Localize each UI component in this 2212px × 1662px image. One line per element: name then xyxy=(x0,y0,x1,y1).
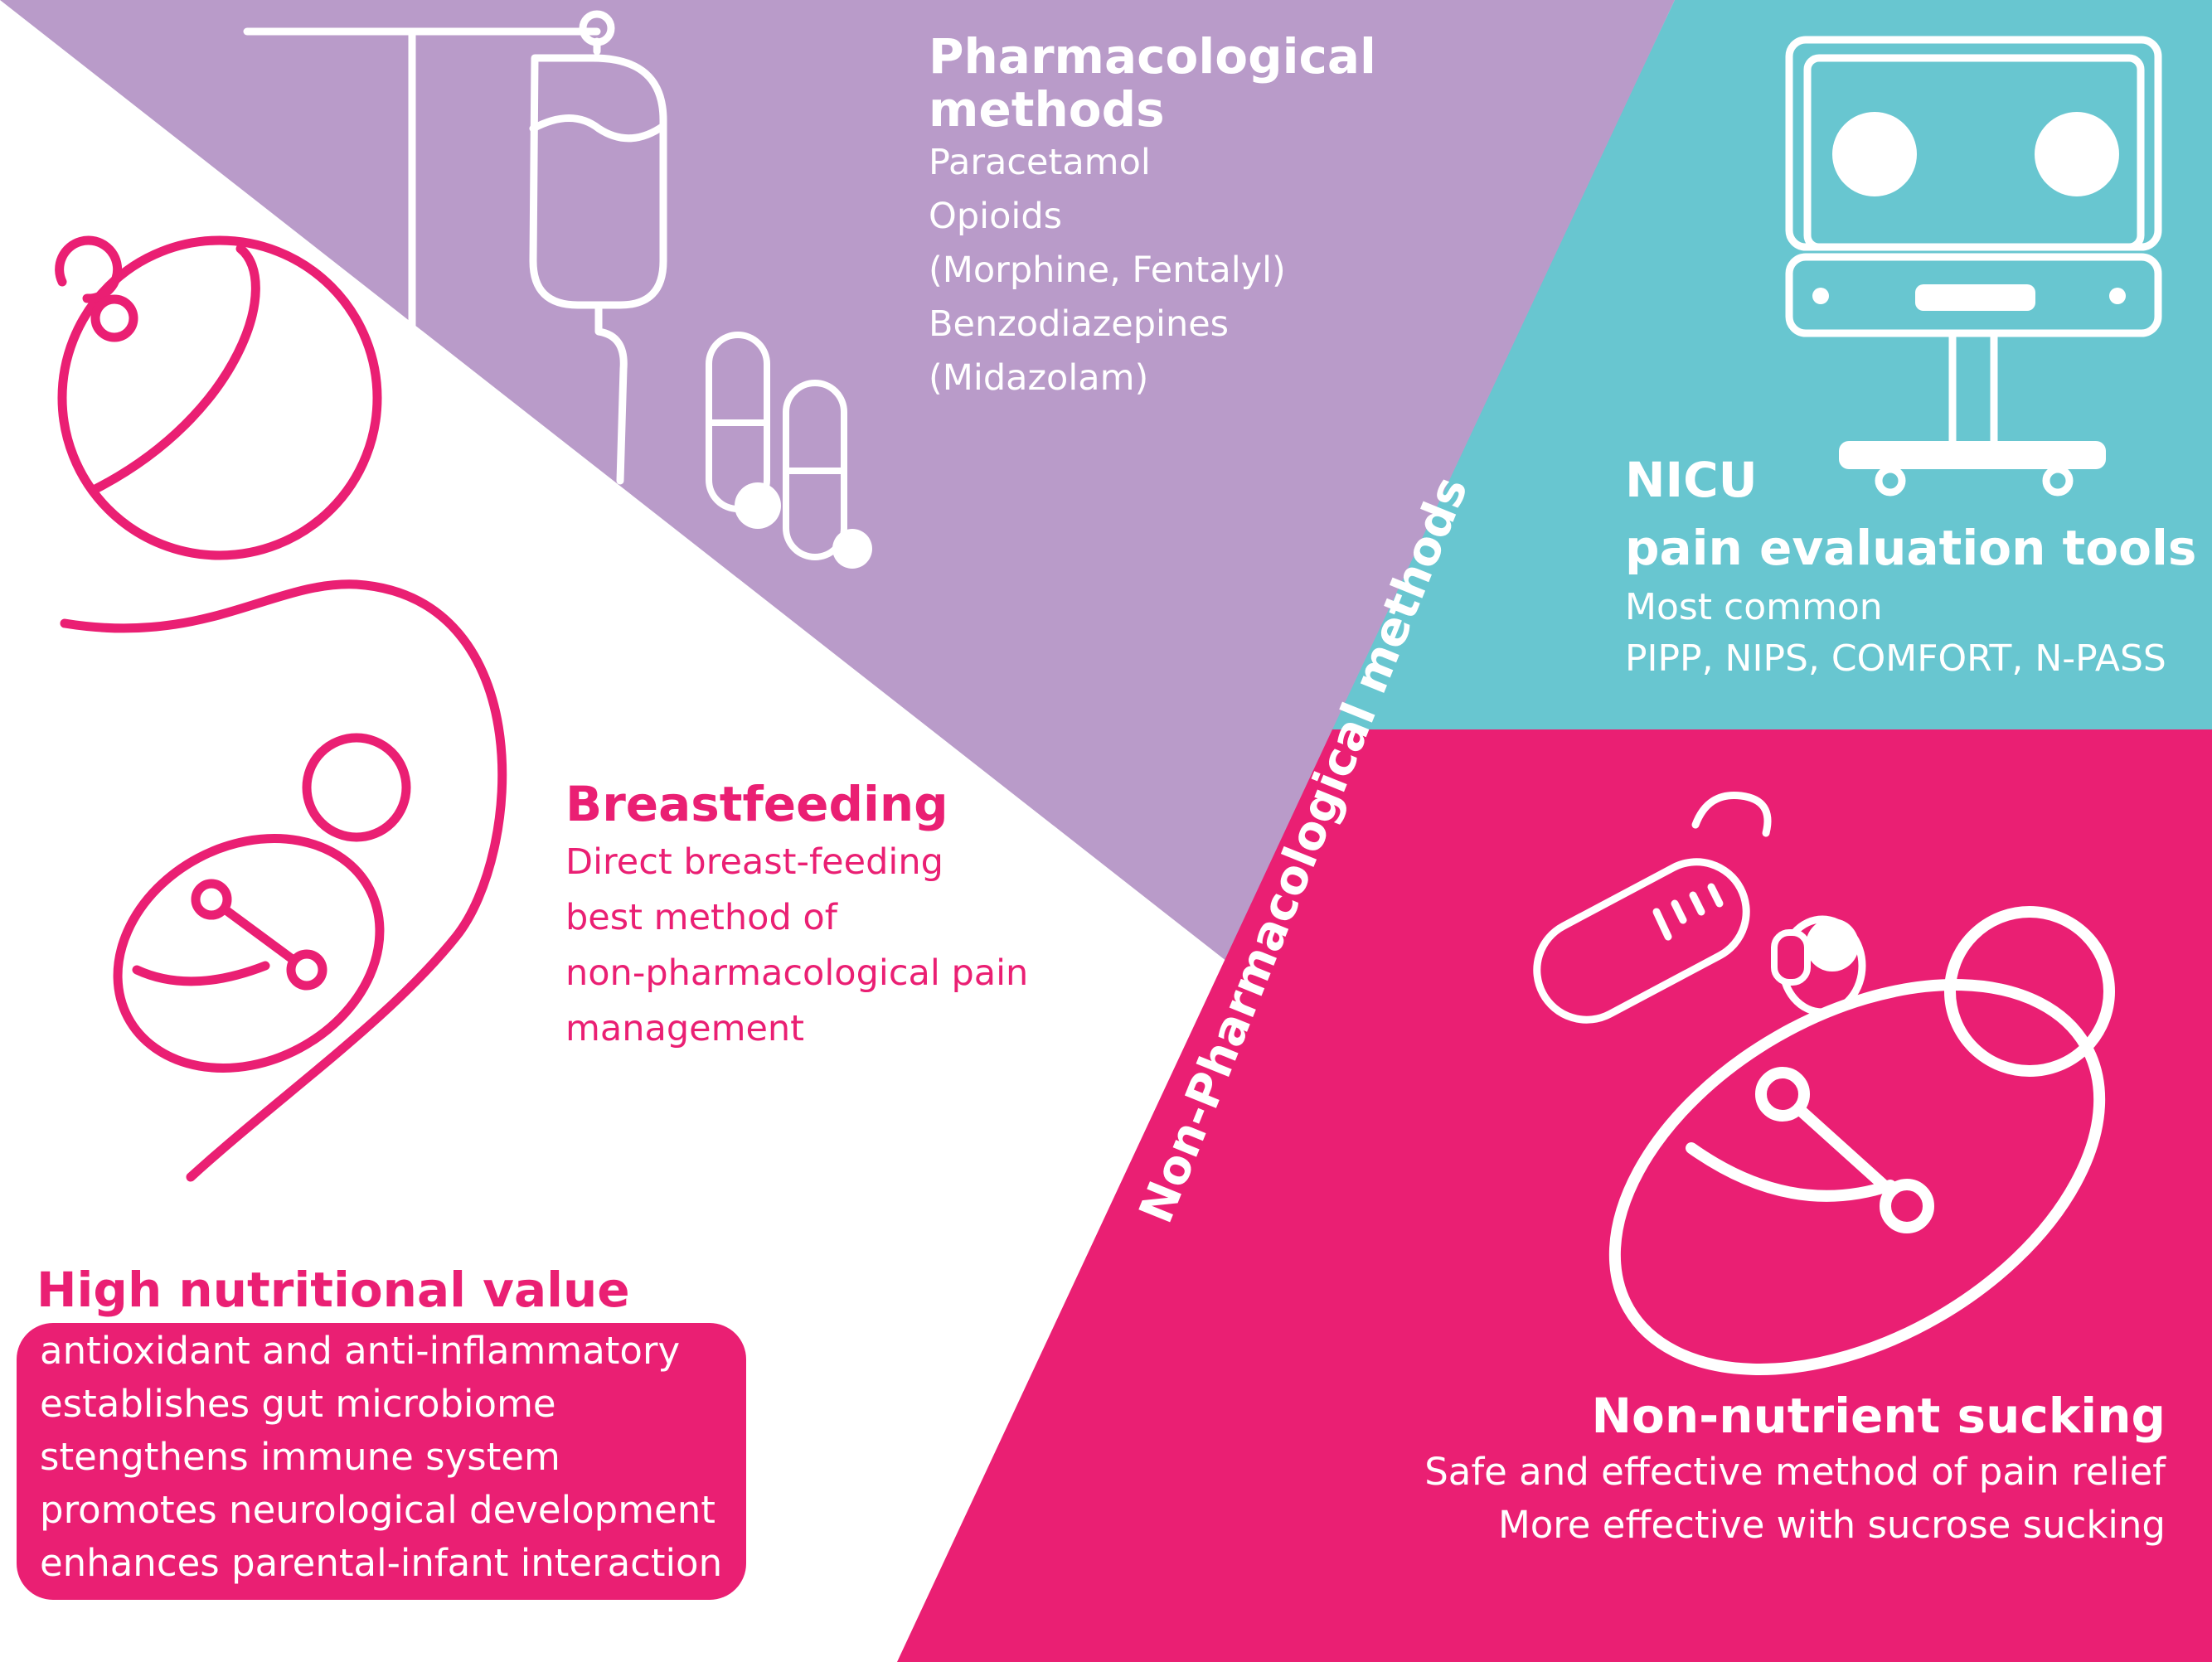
nicu-tools-list: PIPP, NIPS, COMFORT, N-PASS xyxy=(1625,637,2166,680)
nutrition-item: antioxidant and anti-inflammatory xyxy=(40,1329,681,1373)
nicu-panel xyxy=(1332,0,2212,729)
nicu-title-line2: pain evaluation tools xyxy=(1625,520,2197,576)
pharmacological-panel xyxy=(0,0,1675,962)
breastfeeding-line: Direct breast-feeding xyxy=(565,841,943,883)
nutrition-item: enhances parental-infant interaction xyxy=(40,1541,723,1585)
nutrition-item: stengthens immune system xyxy=(40,1435,560,1479)
nutrition-title: High nutritional value xyxy=(36,1262,630,1318)
pharmacological-item: (Morphine, Fentalyl) xyxy=(929,250,1286,291)
nicu-title: NICU pain evaluation tools xyxy=(1625,446,2197,582)
baby-bottle-icon xyxy=(1533,791,1772,1024)
pharmacological-title-line2: methods xyxy=(929,81,1165,138)
nutrition-item: promotes neurological development xyxy=(40,1488,716,1532)
nicu-tools-block: NICU pain evaluation tools Most common P… xyxy=(1625,446,2197,685)
pharmacological-item: Opioids xyxy=(929,196,1063,237)
non-pharmacological-panel xyxy=(897,729,2212,1662)
swaddled-baby-icon xyxy=(1608,906,2115,1375)
pharmacological-item: Benzodiazepines xyxy=(929,303,1230,345)
sucking-line: More effective with sucrose sucking xyxy=(1497,1503,2166,1547)
breastfeeding-line: best method of xyxy=(565,897,837,938)
pharmacological-methods-block: Pharmacological methods Paracetamol Opio… xyxy=(929,30,1393,405)
iv-drip-icon xyxy=(243,10,667,485)
incubator-icon xyxy=(1785,36,2162,497)
sucking-line: Safe and effective method of pain relief xyxy=(1424,1450,2166,1494)
breastfeeding-mother-icon xyxy=(55,235,507,1182)
breastfeeding-line: management xyxy=(565,1008,805,1049)
pharmacological-title-line1: Pharmacological xyxy=(929,28,1376,85)
breastfeeding-line: non-pharmacological pain xyxy=(565,952,1029,994)
breastfeeding-title: Breastfeeding xyxy=(565,776,948,832)
pharmacological-item: (Midazolam) xyxy=(929,357,1149,399)
sucking-title: Non-nutrient sucking xyxy=(1591,1388,2166,1444)
nutrition-box: antioxidant and anti-inflammatory establ… xyxy=(17,1323,746,1600)
nicu-title-line1: NICU xyxy=(1625,452,1758,508)
pharmacological-item: Paracetamol xyxy=(929,142,1151,183)
non-nutrient-sucking-block: Non-nutrient sucking Safe and effective … xyxy=(1336,1386,2166,1552)
breastfeeding-block: Breastfeeding Direct breast-feeding best… xyxy=(565,777,1096,1057)
nicu-subtitle: Most common xyxy=(1625,586,1883,628)
pharmacological-title: Pharmacological methods xyxy=(929,30,1393,136)
pills-icon xyxy=(706,332,872,569)
nutrition-item: establishes gut microbiome xyxy=(40,1382,556,1426)
